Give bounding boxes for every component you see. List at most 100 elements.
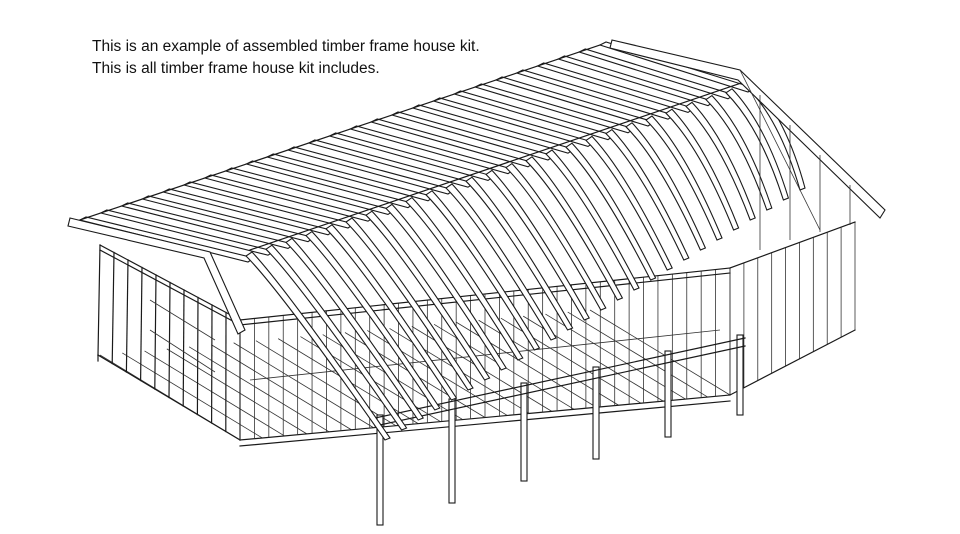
floor-joist <box>567 311 708 398</box>
floor-joist <box>122 352 263 439</box>
rafter-upper <box>515 69 676 120</box>
rafter-upper <box>411 104 576 154</box>
porch-post <box>664 350 672 438</box>
rafter-lower <box>325 224 458 401</box>
rafter-upper <box>494 76 656 127</box>
rafter-lower <box>545 149 640 291</box>
left-wall-stud <box>97 244 101 356</box>
rafter-lower <box>605 128 690 261</box>
right-wall-top-plate <box>729 221 856 269</box>
rafter-pair <box>265 153 541 351</box>
rafter-upper <box>452 90 616 141</box>
gable-ends <box>67 39 886 335</box>
rafter-lower <box>305 230 441 411</box>
left-wall-stud <box>196 296 199 416</box>
rafter-lower <box>245 251 391 441</box>
rafter-pair <box>286 146 557 341</box>
rafter-pair <box>328 132 590 321</box>
rafter-pair <box>161 188 458 401</box>
left-wall-stud <box>168 281 171 399</box>
rafter-pair <box>390 111 640 291</box>
rafter-pair <box>99 209 408 431</box>
rafter-lower <box>505 162 607 311</box>
left-wall-stud <box>154 274 157 390</box>
porch-post <box>376 414 384 526</box>
floor-joist <box>166 348 308 435</box>
rafter-lower <box>285 237 425 421</box>
porch-beam-lower <box>374 345 746 427</box>
rafter-lower <box>665 108 740 231</box>
porch-post <box>736 334 744 416</box>
porch-beam <box>374 337 746 419</box>
rafter-lower <box>525 156 624 301</box>
caption-line-1: This is an example of assembled timber f… <box>92 38 480 55</box>
left-wall-top-plate <box>99 244 241 321</box>
rafter-lower <box>405 196 524 361</box>
left-wall-stud <box>111 251 115 365</box>
floor-joist <box>188 346 330 433</box>
rafter-lower <box>445 183 557 341</box>
rafter-pair <box>411 104 657 281</box>
caption: This is an example of assembled timber f… <box>92 36 480 80</box>
rafter-lower <box>265 244 408 431</box>
porch-post <box>448 398 456 504</box>
rafter-lower <box>725 88 790 201</box>
left-gable-rafter <box>67 217 246 335</box>
rafter-upper <box>536 62 696 114</box>
rafter-pair <box>452 90 690 261</box>
rafter-upper <box>432 97 596 148</box>
left-wall-top-plate-2 <box>99 249 241 326</box>
rafter-pair <box>515 69 740 231</box>
rafter-lower <box>685 101 756 221</box>
right-floor-beam <box>729 329 856 396</box>
floor-front-beam-lower <box>239 400 731 447</box>
rafter-pair <box>556 55 773 211</box>
rafter-pair <box>307 139 574 331</box>
rafter-pair <box>140 195 441 411</box>
roof-eave-plate <box>79 44 601 221</box>
rafter-lower <box>365 210 491 381</box>
rafter-pair <box>244 160 524 361</box>
rafter-pair <box>203 174 491 381</box>
rafter-pair <box>369 118 624 301</box>
porch-post <box>592 366 600 460</box>
rafter-lower <box>485 169 590 321</box>
rafter-pair <box>348 125 607 311</box>
rafter-lower <box>625 122 707 251</box>
rafter-pair <box>120 202 425 421</box>
caption-line-2: This is all timber frame house kit inclu… <box>92 60 380 77</box>
rafter-lower <box>345 217 474 391</box>
floor-joist <box>255 340 397 427</box>
rafter-pair <box>432 97 673 271</box>
floor-joist <box>211 344 352 431</box>
rafter-lower <box>385 203 508 371</box>
roof-rafters <box>78 41 806 441</box>
rafter-pair <box>536 62 756 221</box>
rafter-lower <box>705 94 773 211</box>
left-wall-stud <box>139 266 143 382</box>
rafter-upper <box>473 83 636 134</box>
left-wall-window-sill <box>149 329 216 373</box>
left-wall-stud <box>125 259 129 373</box>
rafter-lower <box>645 115 723 241</box>
roof-ridge-beam <box>249 79 751 251</box>
rafter-lower <box>465 176 574 331</box>
gable-stud <box>739 69 821 231</box>
floor-joist <box>589 309 731 396</box>
rafter-lower <box>585 135 673 271</box>
left-wall-stud <box>182 289 185 407</box>
rafter-pair <box>577 48 790 201</box>
rafter-pair <box>224 167 508 371</box>
rafter-pair <box>494 76 723 241</box>
rafter-lower <box>425 190 541 351</box>
rafter-pair <box>473 83 707 251</box>
left-wall-window-header <box>149 299 216 341</box>
floor-joist <box>144 350 285 437</box>
floor-joist <box>233 342 374 429</box>
rafter-lower <box>565 142 657 281</box>
front-wall-mid-rail <box>249 329 721 381</box>
rafter-upper <box>390 111 556 161</box>
porch-post <box>520 382 528 482</box>
